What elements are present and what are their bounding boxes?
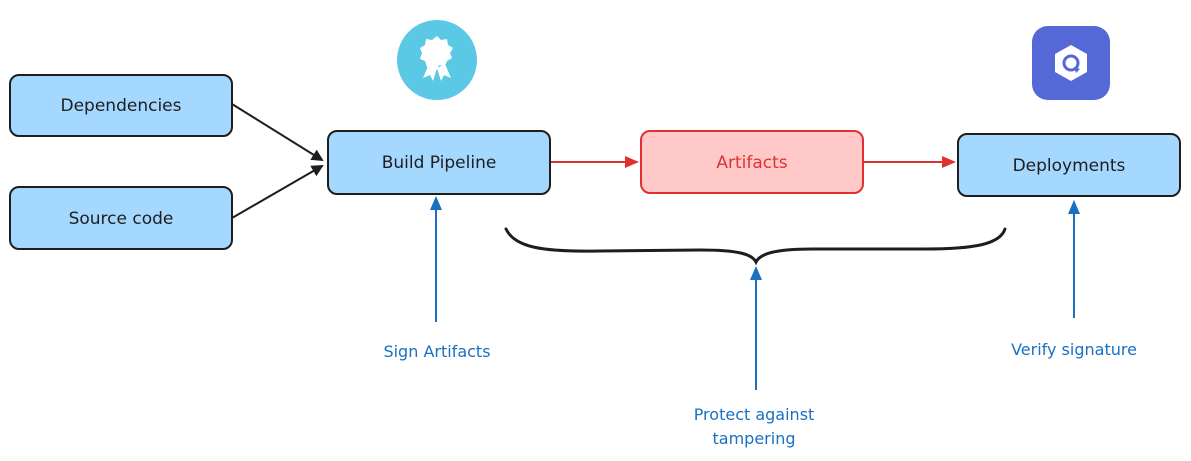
- dependencies-label: Dependencies: [61, 96, 182, 116]
- source-code-node: Source code: [9, 186, 233, 250]
- dependencies-node: Dependencies: [9, 74, 233, 137]
- verify-signature-note: Verify signature: [1011, 340, 1137, 359]
- sign-artifacts-note: Sign Artifacts: [383, 342, 490, 361]
- deployments-label: Deployments: [1013, 156, 1126, 176]
- build-pipeline-label: Build Pipeline: [382, 153, 497, 173]
- protect-note-line2: tampering: [713, 429, 796, 448]
- protect-note-line1: Protect against: [694, 405, 815, 424]
- dependencies-to-build-arrow: [231, 103, 324, 162]
- artifacts-label: Artifacts: [716, 153, 787, 173]
- award-badge-icon: [397, 20, 477, 100]
- artifacts-node: Artifacts: [640, 130, 864, 194]
- source-code-label: Source code: [69, 209, 174, 229]
- build-pipeline-node: Build Pipeline: [327, 130, 551, 195]
- protection-brace: [504, 227, 1007, 266]
- verify-shield-icon: [1032, 26, 1110, 100]
- deployments-node: Deployments: [957, 133, 1181, 197]
- source-to-build-arrow: [231, 164, 324, 219]
